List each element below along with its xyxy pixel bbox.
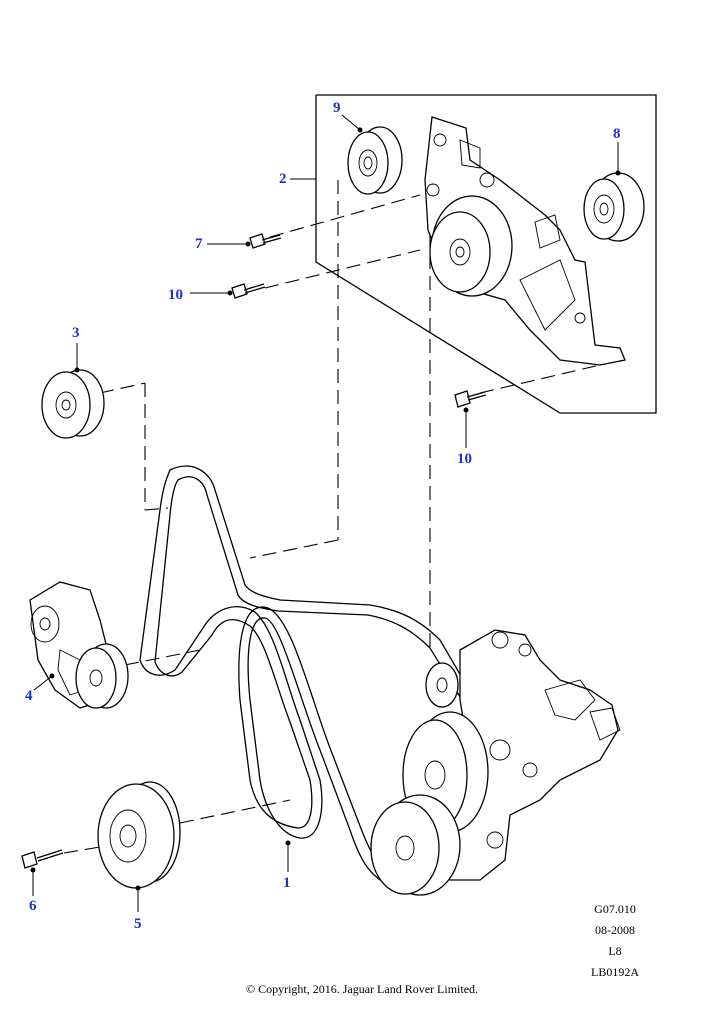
callout-7[interactable]: 7 xyxy=(195,236,203,252)
water-pump-assembly xyxy=(370,629,621,896)
callout-5[interactable]: 5 xyxy=(134,916,142,932)
copyright-notice: © Copyright, 2016. Jaguar Land Rover Lim… xyxy=(245,982,479,996)
pulley-3 xyxy=(41,369,105,439)
tensioner-4 xyxy=(29,581,129,709)
bolt-10-upper xyxy=(231,283,266,299)
callout-10-right[interactable]: 10 xyxy=(457,451,472,467)
belt-1 xyxy=(139,465,481,891)
bolt-7 xyxy=(249,233,282,249)
callout-1[interactable]: 1 xyxy=(283,875,291,891)
callout-3[interactable]: 3 xyxy=(72,325,80,341)
leader-lines xyxy=(30,114,621,912)
pulley-9 xyxy=(347,126,403,195)
callout-8[interactable]: 8 xyxy=(613,126,621,142)
callout-9[interactable]: 9 xyxy=(333,100,341,116)
pulley-8 xyxy=(583,172,645,242)
bracket-2 xyxy=(424,116,626,366)
callout-2[interactable]: 2 xyxy=(279,171,287,187)
alignment-dashes xyxy=(63,150,601,854)
inset-frame xyxy=(315,94,657,414)
callout-10-upper[interactable]: 10 xyxy=(168,287,183,303)
pulley-5 xyxy=(97,781,181,889)
figure-model: L8 xyxy=(608,944,622,958)
figure-code: G07.010 xyxy=(594,902,636,916)
figure-ref: LB0192A xyxy=(591,965,639,979)
figure-date: 08-2008 xyxy=(595,923,635,937)
bolt-10-right xyxy=(454,390,487,408)
bolt-6 xyxy=(21,849,64,869)
callout-4[interactable]: 4 xyxy=(25,688,33,704)
callout-6[interactable]: 6 xyxy=(29,898,37,914)
